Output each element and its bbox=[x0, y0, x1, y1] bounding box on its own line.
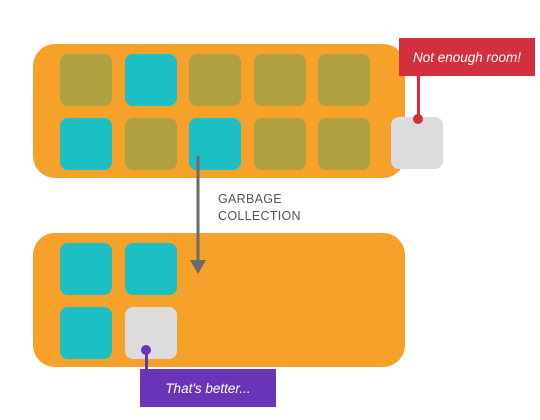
incoming-allocation-block bbox=[391, 117, 443, 169]
heap-before-block-garbage bbox=[124, 118, 177, 170]
heap-before-block-garbage bbox=[318, 118, 370, 170]
callout-bottom-connector bbox=[145, 350, 148, 370]
heap-after-block-live bbox=[60, 307, 112, 359]
heap-after-block-live bbox=[124, 243, 177, 295]
callout-bottom-text: That's better... bbox=[165, 380, 251, 396]
heap-before-gc bbox=[33, 44, 405, 178]
heap-before-block-garbage bbox=[318, 54, 370, 106]
gc-label-line2: COLLECTION bbox=[218, 209, 301, 223]
thats-better-callout: That's better... bbox=[140, 369, 276, 407]
callout-top-dot bbox=[413, 114, 423, 124]
heap-before-block-live bbox=[60, 118, 112, 170]
not-enough-room-callout: Not enough room! bbox=[399, 38, 535, 76]
gc-label-line1: GARBAGE bbox=[218, 192, 282, 206]
heap-before-block-live bbox=[124, 54, 177, 106]
callout-bottom-dot bbox=[141, 345, 151, 355]
heap-before-block-garbage bbox=[189, 54, 241, 106]
heap-after-block-live bbox=[60, 243, 112, 295]
heap-before-block-garbage bbox=[253, 118, 306, 170]
callout-top-text: Not enough room! bbox=[412, 49, 522, 65]
callout-top-connector bbox=[417, 76, 420, 118]
gc-arrow-head bbox=[190, 260, 206, 274]
gc-arrow bbox=[190, 156, 206, 274]
heap-before-block-garbage bbox=[60, 54, 112, 106]
heap-before-block-garbage bbox=[253, 54, 306, 106]
garbage-collection-label: GARBAGE COLLECTION bbox=[218, 191, 301, 225]
